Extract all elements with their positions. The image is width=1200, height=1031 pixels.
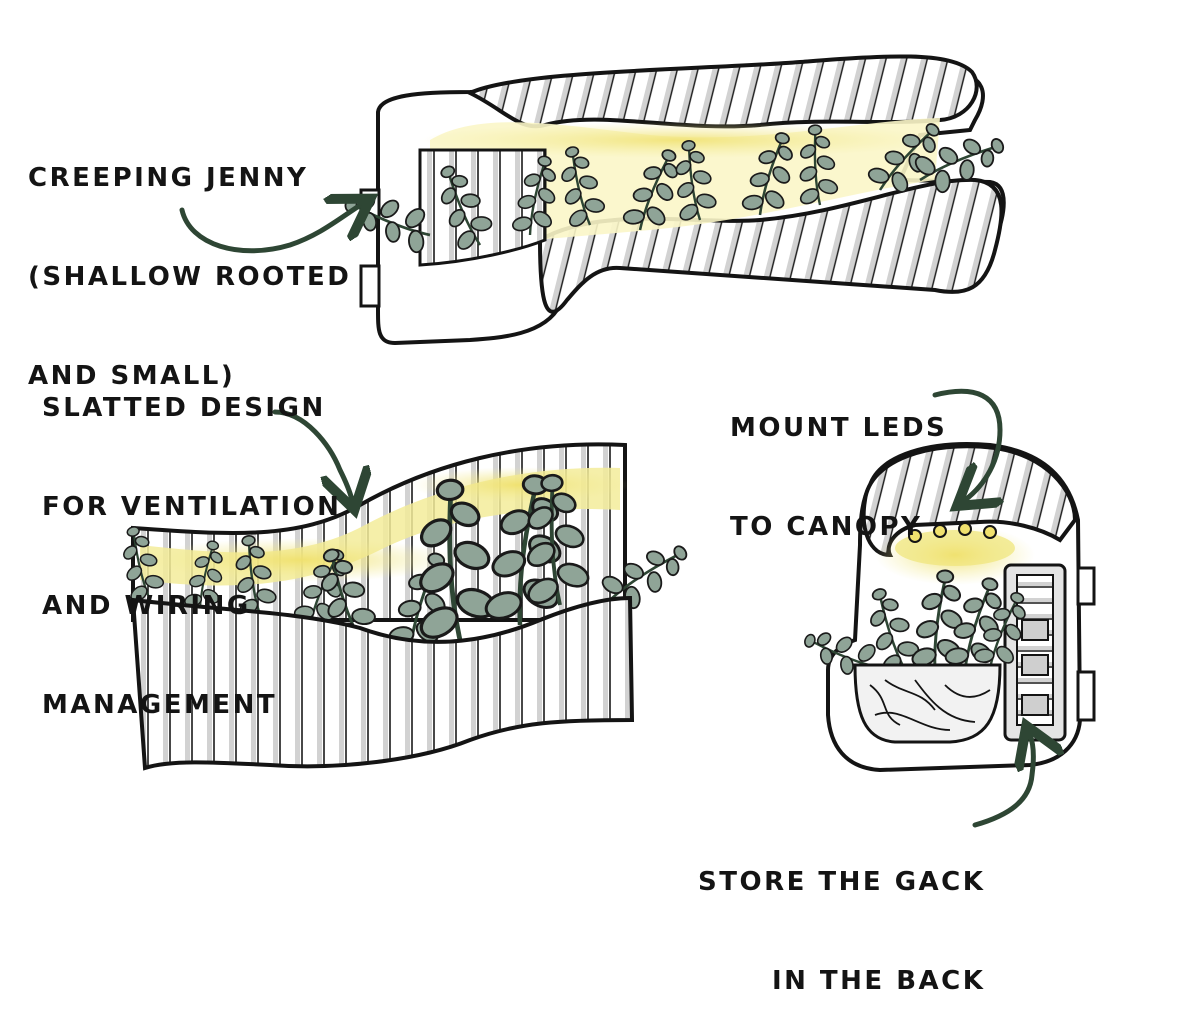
label-line: AND WIRING <box>42 590 341 623</box>
label-line: FOR VENTILATION <box>42 491 341 524</box>
top-planter <box>337 56 1011 343</box>
top-planter-canopy <box>470 56 977 126</box>
label-line: IN THE BACK <box>698 965 985 998</box>
label-line: TO CANOPY <box>730 511 947 544</box>
label-mount-leds: MOUNT LEDS TO CANOPY <box>730 346 947 577</box>
label-line: (SHALLOW ROOTED <box>28 261 351 294</box>
label-line: SLATTED DESIGN <box>42 392 341 425</box>
label-slatted-design: SLATTED DESIGN FOR VENTILATION AND WIRIN… <box>42 326 341 755</box>
label-line: MANAGEMENT <box>42 689 341 722</box>
label-line: CREEPING JENNY <box>28 162 351 195</box>
label-store-gack: STORE THE GACK IN THE BACK <box>698 800 985 1031</box>
root-container <box>855 665 1000 742</box>
label-line: STORE THE GACK <box>698 866 985 899</box>
label-line: MOUNT LEDS <box>730 412 947 445</box>
